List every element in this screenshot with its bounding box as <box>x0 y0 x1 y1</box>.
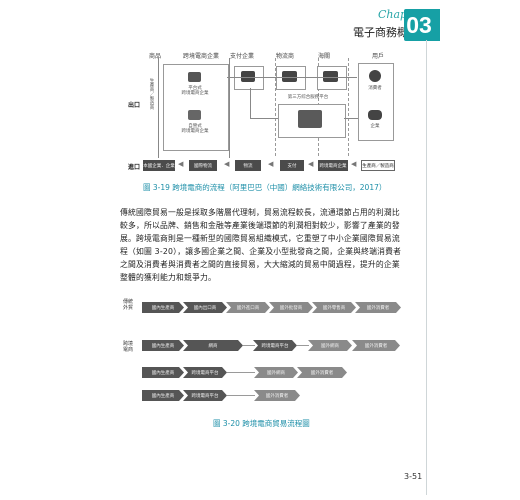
flow-step: 國外網商 <box>308 340 352 351</box>
column-divider <box>229 58 230 158</box>
row-label-import: 進口 <box>128 164 141 171</box>
import-box: 本國企業．企業 <box>143 160 175 171</box>
third-party-label: 第三方綜合服務平台 <box>287 95 329 100</box>
import-box: 國際物流 <box>189 160 217 171</box>
user-enterprise-label: 企業 <box>370 124 380 129</box>
import-box: 支付 <box>280 160 304 171</box>
connector-line <box>243 345 255 346</box>
figure-caption: 圖 3-20 跨境電商貿易流程圖 <box>213 419 310 428</box>
flow-step: 國外消費者 <box>297 367 347 378</box>
flow-step: 國內生產商 <box>142 367 184 378</box>
flow-step: 跨境電商平台 <box>253 340 297 351</box>
flow-line <box>344 118 358 119</box>
platform-a-label: 平台式 跨境電商企業 <box>181 86 209 97</box>
flow-step: 國外消費者 <box>352 340 400 351</box>
flow-step: 國內生產商 <box>142 302 184 313</box>
service-platform-icon <box>298 110 322 128</box>
flow-step: 國外零售商 <box>312 302 356 313</box>
col-header-logistics: 物流商 <box>275 53 294 60</box>
enterprise-icon <box>368 110 382 120</box>
col-header-users: 用戶 <box>371 53 384 60</box>
connector-line <box>297 345 309 346</box>
arrow-icon: ◀ <box>224 160 230 168</box>
flow-step: 國內出口商 <box>183 302 227 313</box>
flow-step: 網商 <box>183 340 243 351</box>
page-margin-rule <box>426 40 427 495</box>
col-header-crossborder: 跨境電商企業 <box>182 53 219 60</box>
truck-icon <box>282 71 297 82</box>
flow-step: 國外批發商 <box>269 302 313 313</box>
figure-caption: 圖 3-19 跨境電商的流程（阿里巴巴（中國）網絡技術有限公司，2017） <box>143 183 387 192</box>
flow-step: 國外網商 <box>254 367 298 378</box>
store-icon <box>188 110 201 120</box>
col-header-payment: 支付企業 <box>229 53 254 60</box>
platform-icon <box>188 72 201 82</box>
flow-step: 國內生產商 <box>142 390 184 401</box>
arrow-icon: ◀ <box>268 160 274 168</box>
column-divider <box>158 58 159 158</box>
arrow-icon: ◀ <box>308 160 314 168</box>
arrow-icon: ◀ <box>351 160 357 168</box>
arrow-icon: ◀ <box>178 160 184 168</box>
connector-line <box>227 395 255 396</box>
row-label-export: 出口 <box>128 102 141 109</box>
import-box: 物流 <box>235 160 261 171</box>
col-header-customs: 海關 <box>317 53 330 60</box>
column-divider-dashed <box>275 58 276 156</box>
flow-step: 國外消費者 <box>254 390 300 401</box>
label-crossborder: 跨境 電商 <box>122 341 133 353</box>
flow-step: 跨境電商平台 <box>183 367 227 378</box>
producer-vertical-label: 生產商／製造商 <box>149 78 154 110</box>
payment-icon <box>241 71 255 82</box>
flow-step: 跨境電商平台 <box>183 390 227 401</box>
page-number: 3-51 <box>404 472 423 481</box>
consumer-icon <box>369 70 381 82</box>
flow-line <box>250 118 278 119</box>
col-header-goods: 商品 <box>148 53 161 60</box>
chapter-tab-edge <box>434 9 440 41</box>
label-traditional-trade: 傳統 外貿 <box>122 299 133 311</box>
flow-step: 國外進口商 <box>226 302 270 313</box>
platform-b-label: 自營式 跨境電商企業 <box>181 124 209 135</box>
customs-icon <box>323 71 338 82</box>
flow-line <box>227 77 357 78</box>
section-title: 電子商務概論 <box>353 26 419 39</box>
chapter-number-badge: 03 <box>404 9 434 41</box>
flow-step: 國外消費者 <box>355 302 401 313</box>
import-box: 生產商／製造商 <box>361 160 395 171</box>
flow-line <box>250 88 251 118</box>
flow-step: 國內生產商 <box>142 340 184 351</box>
import-box: 跨境電商企業 <box>318 160 348 171</box>
column-divider-dashed <box>348 58 349 156</box>
connector-line <box>227 372 255 373</box>
user-consumer-label: 消費者 <box>368 86 382 91</box>
body-paragraph: 傳統國際貿易一般是採取多階層代理制，貿易流程較長，流通環節占用的利潤比較多，所以… <box>120 208 402 282</box>
